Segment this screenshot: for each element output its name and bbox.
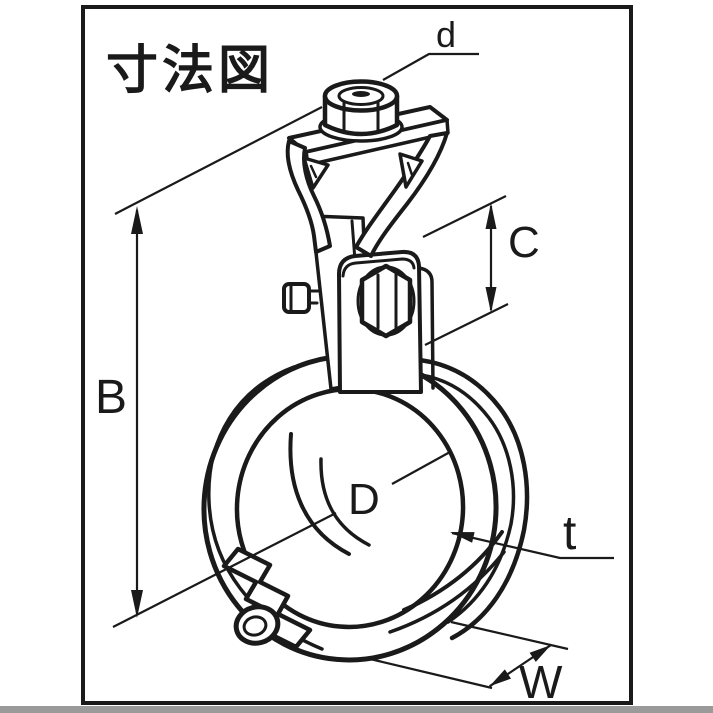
bolt-nut (282, 282, 311, 314)
bolt-joint (282, 214, 435, 394)
lock-pin-hole (242, 615, 268, 637)
bolt-hex-head (359, 263, 413, 339)
b-arrowhead-top (131, 206, 143, 234)
c-label: C (508, 218, 540, 267)
dimension-c: C (422, 195, 540, 346)
c-extension-bottom (424, 303, 509, 346)
hex-nut (322, 79, 400, 137)
t-label: t (563, 507, 576, 560)
c-arrowhead-bottom (485, 287, 497, 313)
clamp-tab-inner-line (341, 257, 416, 278)
dimension-b: B (95, 106, 337, 628)
c-extension-top (422, 195, 507, 238)
w-extension-bottom (365, 656, 493, 690)
bolt-head-facet-lines (376, 270, 398, 332)
d-diameter-leader-right (391, 451, 451, 485)
t-arrowhead (450, 532, 475, 543)
b-extension-bottom (112, 512, 337, 628)
rod-end (337, 86, 385, 106)
pipe-clamp-band (201, 353, 530, 663)
bolt-nut-detail (289, 284, 320, 312)
w-extension-top (450, 620, 569, 651)
yoke-right-hole-mark (406, 161, 414, 177)
yoke-left-hole-mark (309, 164, 318, 179)
nut-facet-lines (342, 101, 380, 134)
w-arrowhead-upper (529, 645, 551, 662)
b-extension-top (114, 106, 323, 215)
w-arrowhead-lower (489, 669, 511, 687)
bottom-shadow-strip (0, 706, 713, 713)
dimension-d-rod: d (382, 14, 479, 81)
yoke-left-leg (285, 139, 332, 254)
band-latch (221, 546, 313, 650)
dimension-w: W (365, 620, 569, 708)
rod-thread-mark (352, 91, 370, 97)
band-bottom-far-edge-line (388, 550, 506, 634)
b-arrowhead-bottom (131, 590, 143, 618)
dimension-d-diameter: D (348, 451, 451, 524)
d-label: d (436, 14, 456, 55)
band-far-inner-edge (288, 432, 351, 556)
c-arrowhead-top (485, 203, 497, 229)
w-label: W (519, 656, 563, 708)
t-leader-line (451, 531, 614, 560)
d-leader-line (382, 52, 479, 81)
far-clamp-tab-edge (417, 266, 435, 390)
dimension-t: t (450, 507, 614, 560)
latch-interlock (221, 546, 313, 650)
band-inner-surface-line (319, 457, 371, 547)
b-label: B (95, 371, 127, 424)
band-far-outer-edge (359, 356, 530, 641)
d-diameter-label: D (348, 475, 380, 524)
drawing-title: 寸法図 (106, 42, 274, 100)
